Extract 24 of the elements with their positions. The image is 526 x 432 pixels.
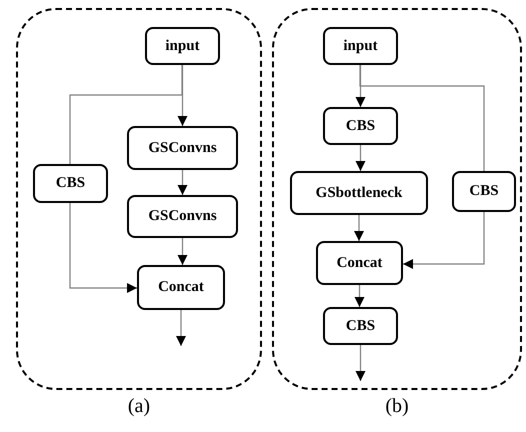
panel-caption: (a) [128,394,150,418]
arrow [354,215,364,241]
arrow [178,238,188,265]
process-box: GSConvns [127,126,238,170]
process-box: CBS [452,171,516,212]
arrow [356,345,366,381]
arrow [354,285,364,307]
process-box: CBS [323,307,398,345]
process-box: CBS [33,164,108,203]
process-box: Concat [137,265,225,310]
arrow [176,310,186,346]
process-box: GSbottleneck [290,171,428,215]
arrow [356,65,366,107]
arrow [403,212,485,269]
arrow [178,170,188,195]
panel-caption: (b) [385,394,409,418]
process-box: input [323,27,398,65]
arrow [178,65,188,126]
process-box: input [145,27,220,65]
process-box: GSConvns [127,195,238,238]
arrow [69,203,137,293]
process-box: CBS [323,107,398,145]
arrow [356,145,366,171]
process-box: Concat [316,241,403,285]
